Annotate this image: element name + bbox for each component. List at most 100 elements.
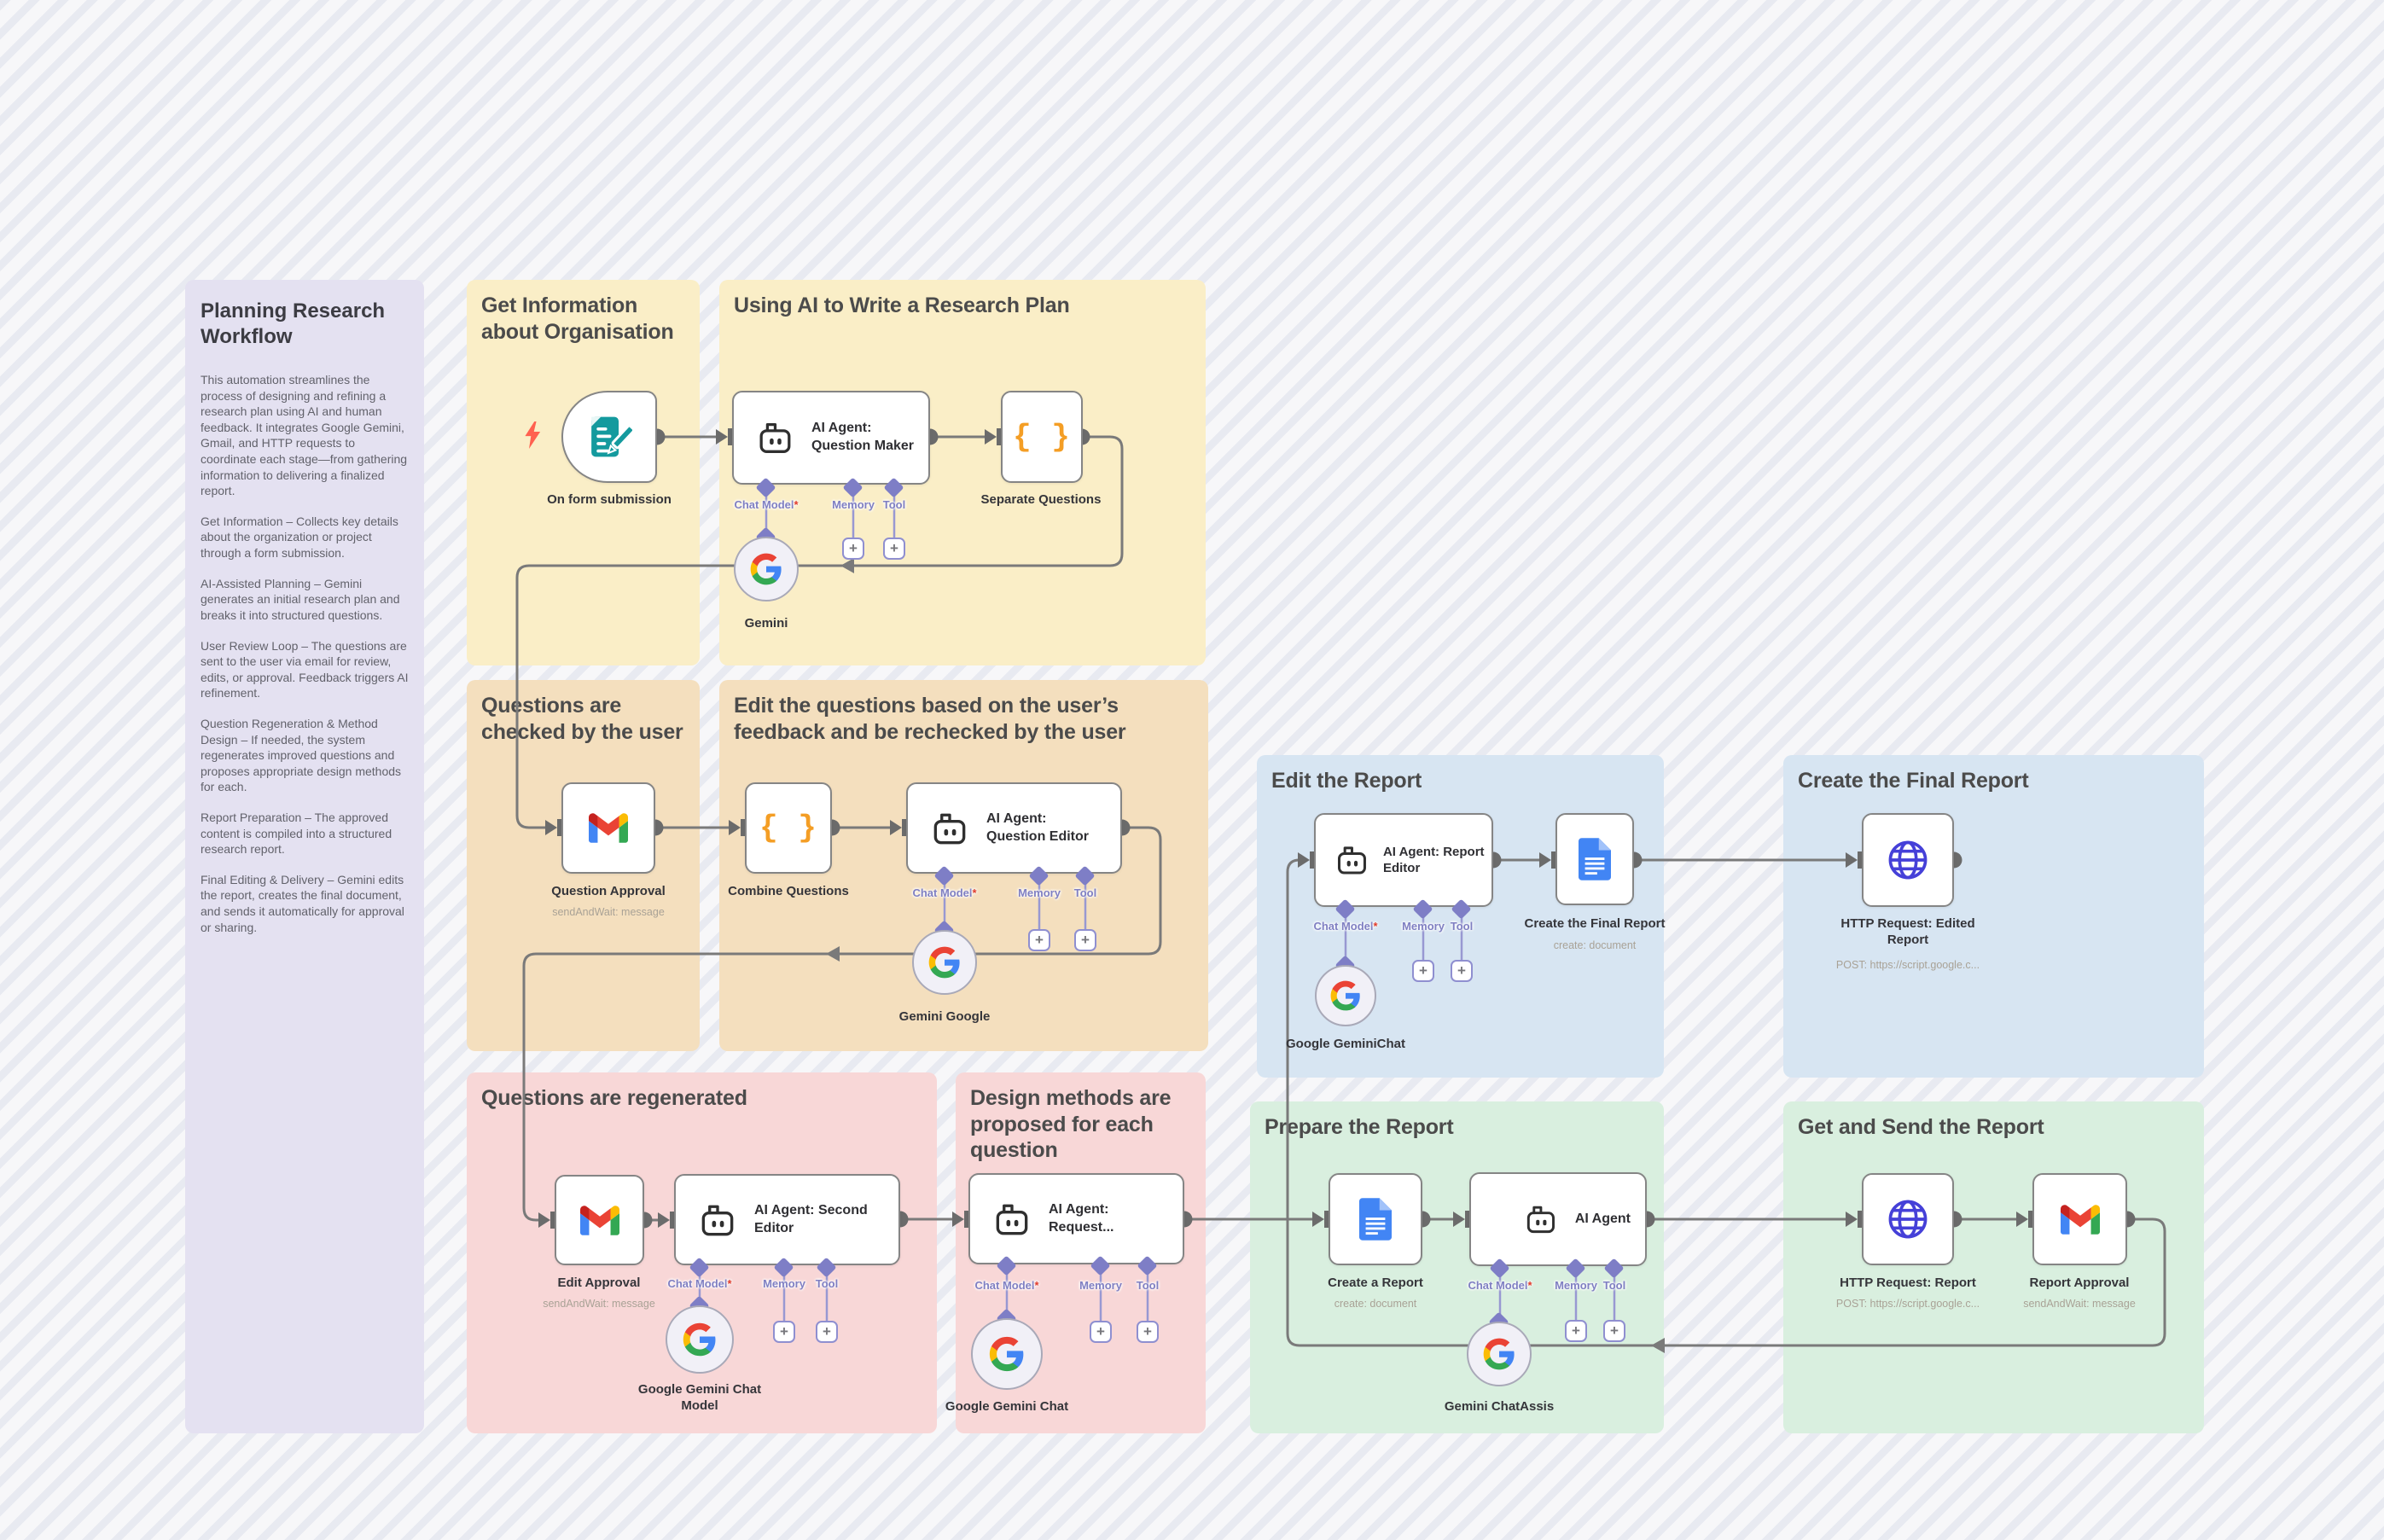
section-title: Edit the Report <box>1271 769 1422 793</box>
node-subtitle: sendAndWait: message <box>543 1298 655 1310</box>
add-tool-button[interactable]: + <box>1603 1320 1625 1342</box>
node-ai-agent-request[interactable]: AI Agent: Request... <box>968 1173 1184 1264</box>
workflow-description-panel[interactable]: Planning Research Workflow This automati… <box>185 280 424 1433</box>
panel-paragraph: Report Preparation – The approved conten… <box>201 811 392 857</box>
google-icon <box>989 1336 1024 1372</box>
node-report-approval[interactable] <box>2032 1173 2127 1265</box>
workflow-title: Planning Research Workflow <box>201 299 386 348</box>
panel-paragraph: Final Editing & Delivery – Gemini edits … <box>201 872 404 934</box>
node-label: AI Agent: Question Maker <box>811 421 914 453</box>
memory-label: Memory <box>1402 920 1445 933</box>
tool-label: Tool <box>1602 1279 1626 1292</box>
google-icon <box>1330 980 1360 1011</box>
node-subtitle: POST: https://script.google.c... <box>1835 959 1980 971</box>
panel-paragraph: AI-Assisted Planning – Gemini generates … <box>201 576 400 622</box>
braces-icon: { } <box>1013 419 1071 455</box>
node-gemini-google-chat-model[interactable] <box>912 930 977 995</box>
node-label: AI Agent: Question Editor <box>986 811 1089 844</box>
node-google-gemini-chat[interactable] <box>971 1318 1043 1390</box>
connection-wire[interactable] <box>515 435 1124 829</box>
node-ai-agent-question-maker[interactable]: AI Agent: Question Maker <box>732 391 930 485</box>
chat-model-label: Chat Model* <box>1468 1279 1532 1292</box>
node-label: Gemini Google <box>898 1009 991 1024</box>
sticky-get-send-report[interactable]: Get and Send the Report <box>1783 1101 2204 1433</box>
add-memory-button[interactable]: + <box>773 1321 795 1343</box>
add-memory-button[interactable]: + <box>1028 929 1050 951</box>
gmail-icon <box>589 813 628 843</box>
tool-label: Tool <box>815 1277 839 1290</box>
sticky-create-final-report[interactable]: Create the Final Report <box>1783 755 2204 1078</box>
section-title: Prepare the Report <box>1265 1115 1454 1139</box>
form-trigger-icon <box>591 416 632 457</box>
memory-label: Memory <box>1018 886 1061 899</box>
chat-model-label: Chat Model* <box>1313 920 1378 933</box>
memory-label: Memory <box>832 498 875 511</box>
node-create-a-report[interactable] <box>1329 1173 1422 1265</box>
node-label: Separate Questions <box>980 492 1102 507</box>
section-title: Edit the questions based on the user’s f… <box>734 694 1126 744</box>
node-question-approval[interactable] <box>561 782 655 874</box>
node-google-geminichat[interactable] <box>1315 965 1376 1026</box>
tool-label: Tool <box>1136 1279 1160 1292</box>
node-label: HTTP Request: Edited Report <box>1840 916 1975 947</box>
add-memory-button[interactable]: + <box>1565 1320 1587 1342</box>
node-edit-approval[interactable] <box>555 1175 644 1265</box>
node-google-gemini-chat-model[interactable] <box>666 1305 734 1374</box>
connection-wire[interactable] <box>522 826 1162 1222</box>
robot-icon <box>1526 1206 1555 1234</box>
google-icon <box>683 1322 716 1357</box>
node-label: On form submission <box>547 492 672 507</box>
section-title: Get and Send the Report <box>1798 1115 2044 1139</box>
robot-icon <box>1337 846 1366 875</box>
add-tool-button[interactable]: + <box>1074 929 1096 951</box>
memory-label: Memory <box>763 1277 805 1290</box>
node-ai-agent-question-editor[interactable]: AI Agent: Question Editor <box>906 782 1122 874</box>
node-on-form-submission[interactable] <box>561 391 657 483</box>
section-title: Design methods are proposed for each que… <box>970 1086 1172 1162</box>
add-memory-button[interactable]: + <box>1412 960 1434 982</box>
node-ai-agent[interactable]: AI Agent <box>1469 1172 1647 1266</box>
node-label: Google Gemini Chat <box>945 1399 1069 1414</box>
add-tool-button[interactable]: + <box>816 1321 838 1343</box>
node-separate-questions[interactable]: { } <box>1001 391 1083 483</box>
robot-icon <box>996 1204 1028 1235</box>
chat-model-label: Chat Model* <box>974 1279 1039 1292</box>
node-label: Report Approval <box>2029 1276 2130 1290</box>
node-http-request-report[interactable] <box>1862 1173 1954 1265</box>
node-combine-questions[interactable]: { } <box>745 782 832 874</box>
lightning-icon <box>525 421 541 449</box>
add-tool-button[interactable]: + <box>1137 1321 1159 1343</box>
node-http-request-edited-report[interactable] <box>1862 813 1954 907</box>
section-title: Get Information about Organisation <box>481 293 674 344</box>
node-gemini-chatassis[interactable] <box>1467 1322 1532 1386</box>
node-label: Edit Approval <box>557 1276 641 1290</box>
sticky-prepare-report[interactable]: Prepare the Report <box>1250 1101 1664 1433</box>
add-tool-button[interactable]: + <box>1451 960 1473 982</box>
node-label: Combine Questions <box>728 884 849 898</box>
node-label: Google GeminiChat <box>1285 1037 1405 1051</box>
node-subtitle: create: document <box>1334 1298 1417 1310</box>
sticky-write-plan[interactable]: Using AI to Write a Research Plan <box>719 280 1206 665</box>
globe-icon <box>1888 1200 1928 1239</box>
tool-label: Tool <box>1450 920 1474 933</box>
chat-model-label: Chat Model* <box>667 1277 732 1290</box>
panel-paragraph: Question Regeneration & Method Design – … <box>201 716 402 794</box>
add-memory-button[interactable]: + <box>1090 1321 1112 1343</box>
node-ai-agent-second-editor[interactable]: AI Agent: Second Editor <box>674 1174 900 1265</box>
section-title: Create the Final Report <box>1798 769 2029 793</box>
section-title: Questions are regenerated <box>481 1086 747 1110</box>
node-gemini-chat-model[interactable] <box>734 537 799 601</box>
node-label: Google Gemini Chat Model <box>637 1382 762 1413</box>
robot-icon <box>759 422 791 453</box>
node-create-the-final-report[interactable] <box>1555 813 1634 905</box>
panel-paragraph: Get Information – Collects key details a… <box>201 514 398 561</box>
add-tool-button[interactable]: + <box>883 538 905 560</box>
google-icon <box>1483 1338 1515 1370</box>
node-ai-agent-report-editor[interactable]: AI Agent: Report Editor <box>1314 813 1493 907</box>
node-label: Question Approval <box>551 884 666 898</box>
connection-wire[interactable] <box>1286 858 2166 1347</box>
add-memory-button[interactable]: + <box>842 538 864 560</box>
node-subtitle: POST: https://script.google.c... <box>1835 1298 1980 1310</box>
section-title: Using AI to Write a Research Plan <box>734 293 1070 317</box>
braces-icon: { } <box>759 811 817 846</box>
